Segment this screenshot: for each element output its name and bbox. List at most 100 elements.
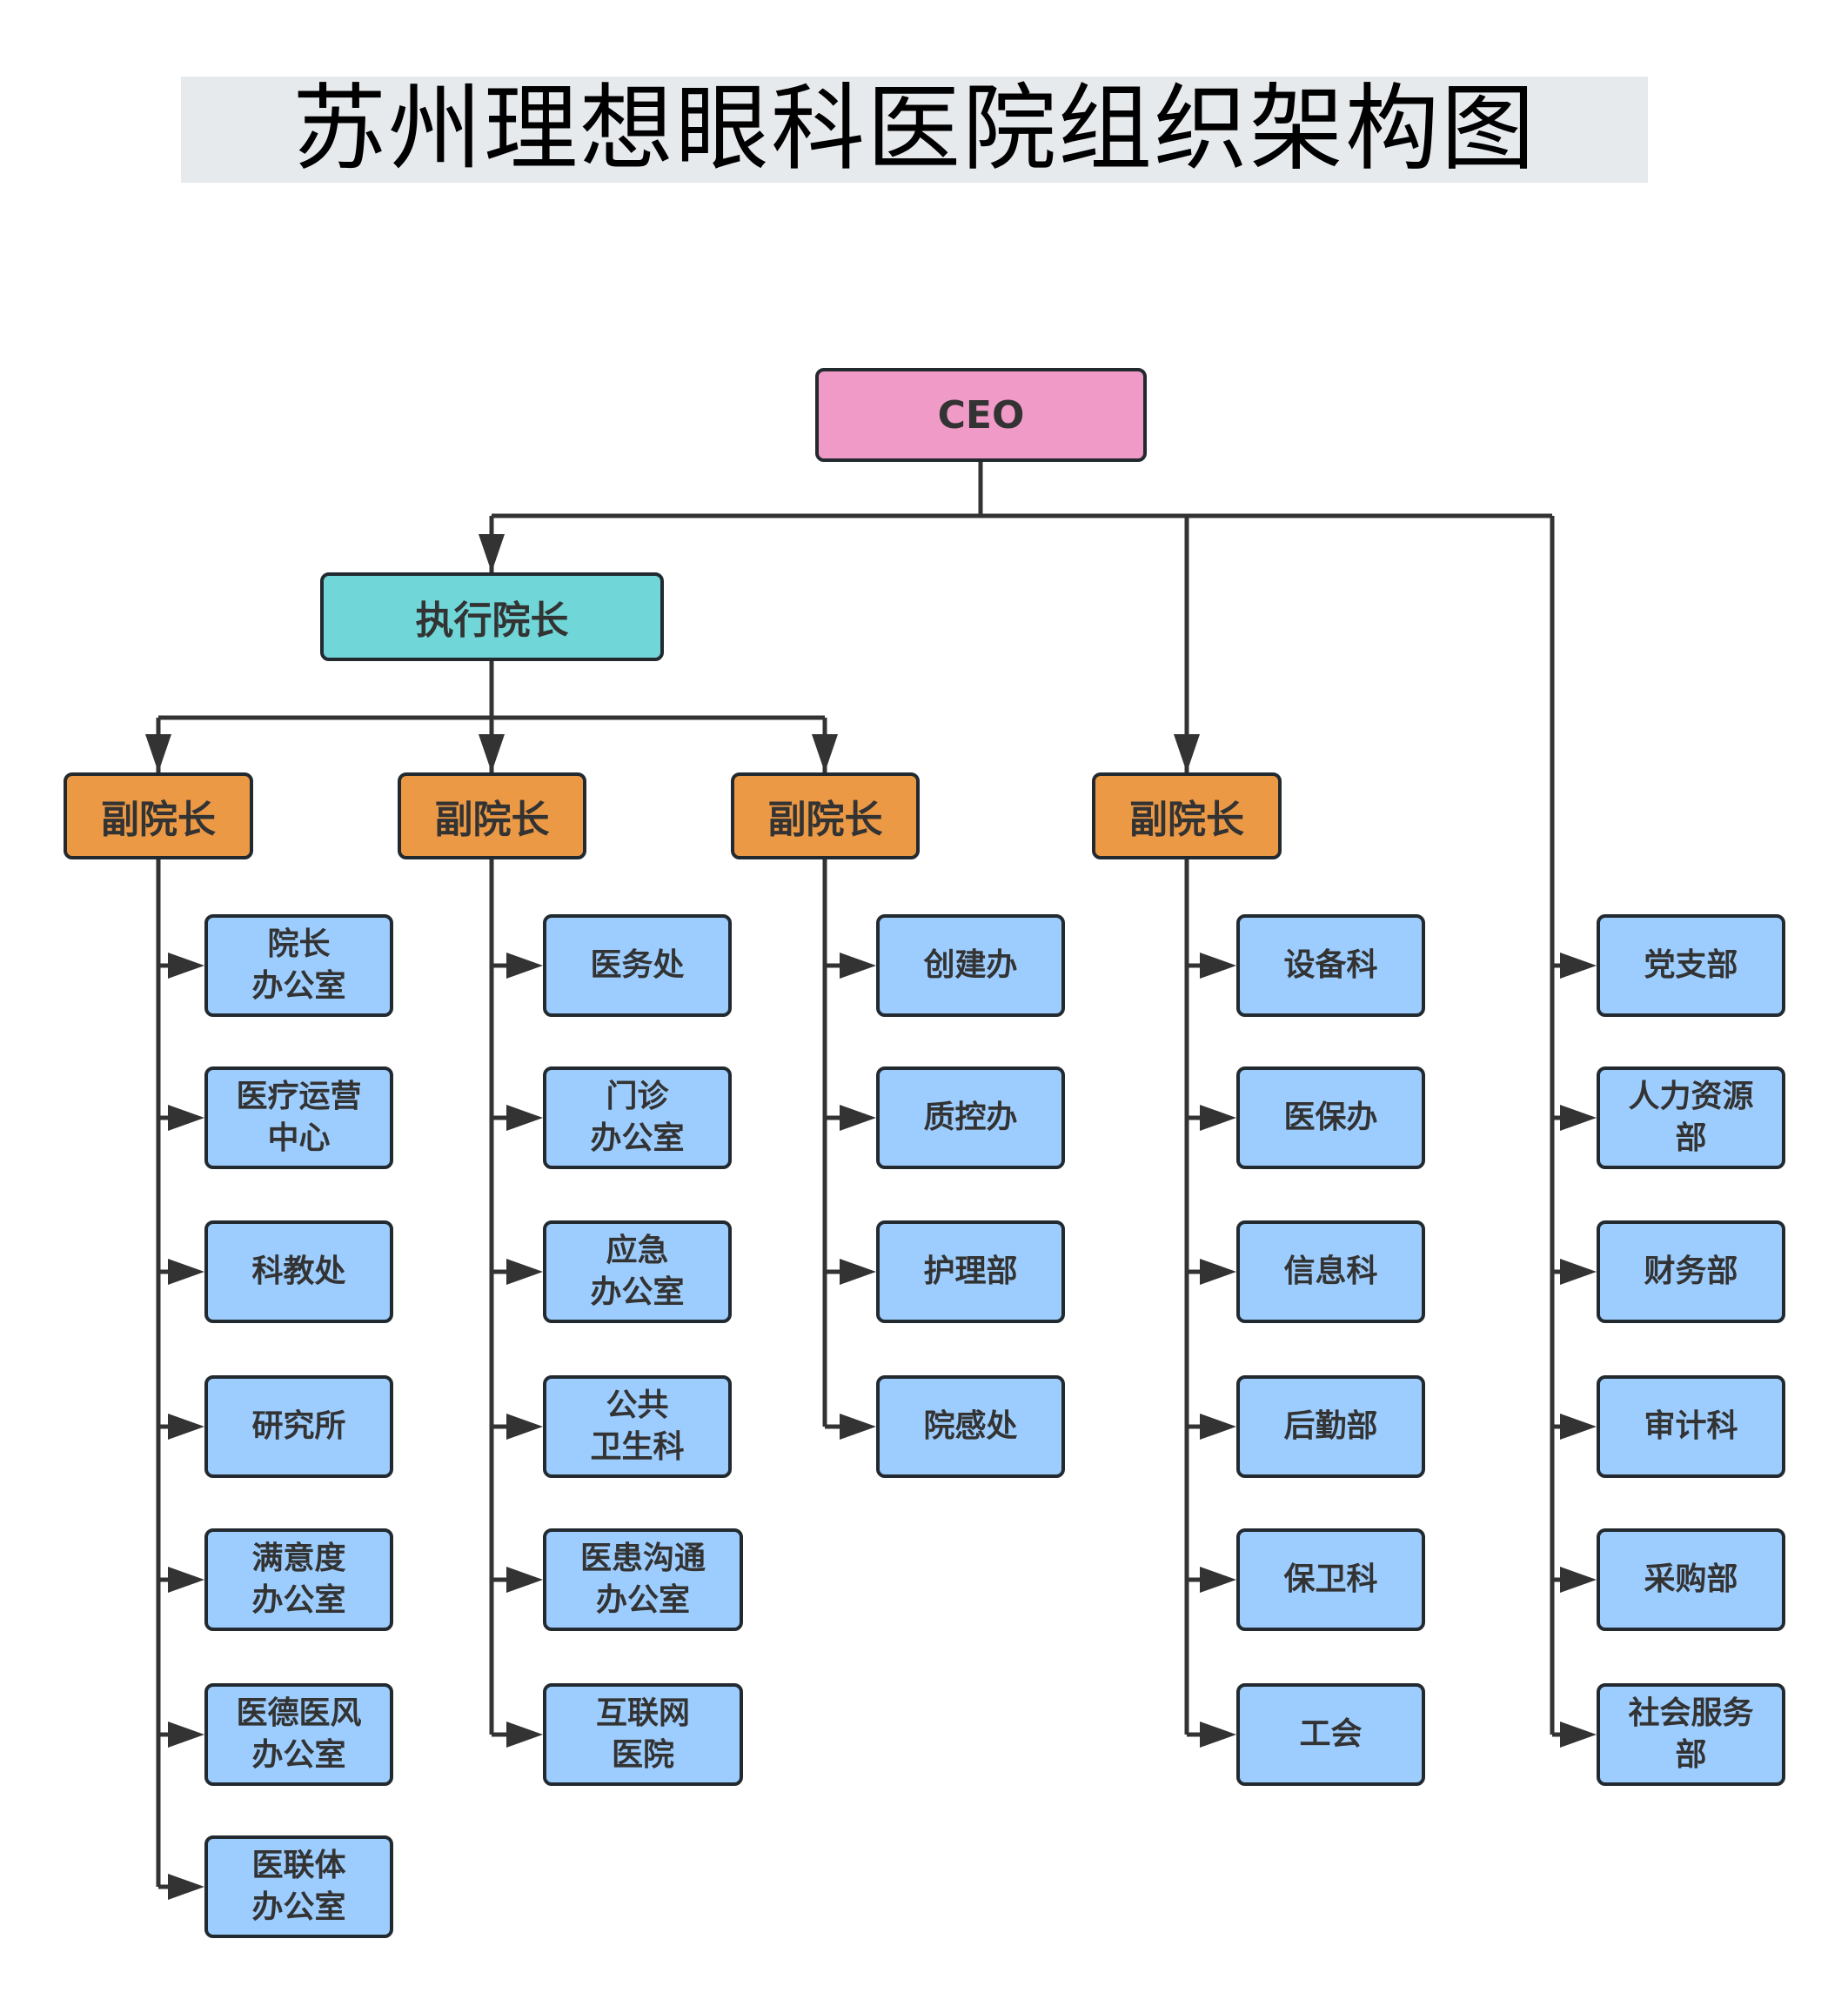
node-department[interactable]: 互联网 医院 [543,1683,743,1786]
node-label: 医患沟通 办公室 [579,1541,706,1618]
arrow-right-icon [1560,1259,1597,1285]
node-label: 医务处 [590,947,685,983]
node-label: 研究所 [251,1408,346,1444]
node-department[interactable]: 医联体 办公室 [204,1835,393,1938]
arrow-right-icon [168,1874,204,1900]
node-department[interactable]: 设备科 [1236,914,1425,1017]
node-label: 副院长 [767,798,883,842]
node-department[interactable]: 医务处 [543,914,732,1017]
node-label: 工会 [1299,1716,1363,1752]
arrow-right-icon [506,953,543,979]
arrow-right-icon [840,1105,876,1131]
arrow-right-icon [1560,1414,1597,1440]
node-department[interactable]: 财务部 [1597,1220,1785,1323]
arrow-right-icon [168,1414,204,1440]
arrow-right-icon [168,953,204,979]
node-label: 应急 办公室 [590,1233,685,1310]
node-department[interactable]: 医患沟通 办公室 [543,1528,743,1631]
arrow-right-icon [1560,1105,1597,1131]
node-department[interactable]: 科教处 [204,1220,393,1323]
node-department[interactable]: 医疗运营 中心 [204,1066,393,1169]
node-department[interactable]: 创建办 [876,914,1065,1017]
node-label: 设备科 [1283,947,1378,983]
node-label: 院长 办公室 [251,926,346,1004]
node-vice-president-4[interactable]: 副院长 [1092,772,1282,859]
node-label: 审计科 [1644,1408,1738,1444]
node-department[interactable]: 满意度 办公室 [204,1528,393,1631]
node-label: 保卫科 [1283,1561,1378,1597]
node-department[interactable]: 保卫科 [1236,1528,1425,1631]
node-label: 医联体 办公室 [251,1848,346,1925]
arrow-right-icon [1200,1105,1236,1131]
node-label: 信息科 [1283,1254,1378,1289]
node-label: 采购部 [1644,1561,1738,1597]
arrow-right-icon [506,1722,543,1748]
arrow-right-icon [840,953,876,979]
node-department[interactable]: 门诊 办公室 [543,1066,732,1169]
arrow-right-icon [1560,1722,1597,1748]
chart-title: 苏州理想眼科医院组织架构图 [181,77,1648,183]
node-label: 社会服务 部 [1628,1695,1754,1773]
node-department[interactable]: 研究所 [204,1375,393,1478]
node-department[interactable]: 工会 [1236,1683,1425,1786]
node-department[interactable]: 信息科 [1236,1220,1425,1323]
node-label: 公共 卫生科 [590,1387,685,1465]
node-vice-president-2[interactable]: 副院长 [398,772,586,859]
arrow-right-icon [1200,1414,1236,1440]
node-label: 后勤部 [1283,1408,1378,1444]
arrow-right-icon [506,1105,543,1131]
arrow-down-icon [479,734,505,772]
node-department[interactable]: 院感处 [876,1375,1065,1478]
node-label: 医保办 [1283,1100,1378,1135]
node-label: 执行院长 [415,598,569,643]
arrow-right-icon [1200,1567,1236,1593]
node-department[interactable]: 院长 办公室 [204,914,393,1017]
arrow-right-icon [1560,953,1597,979]
node-label: 门诊 办公室 [590,1079,685,1156]
node-label: 人力资源 部 [1628,1079,1754,1156]
node-label: 质控办 [923,1100,1018,1135]
node-department[interactable]: 应急 办公室 [543,1220,732,1323]
node-department[interactable]: 护理部 [876,1220,1065,1323]
node-label: 财务部 [1644,1254,1738,1289]
arrow-right-icon [840,1259,876,1285]
node-label: 医德医风 办公室 [236,1695,362,1773]
node-department[interactable]: 质控办 [876,1066,1065,1169]
node-department[interactable]: 采购部 [1597,1528,1785,1631]
node-department[interactable]: 医保办 [1236,1066,1425,1169]
arrow-right-icon [168,1567,204,1593]
node-label: 互联网 医院 [595,1695,690,1773]
node-label: 满意度 办公室 [251,1541,346,1618]
arrow-right-icon [168,1105,204,1131]
arrow-right-icon [506,1259,543,1285]
arrow-right-icon [1200,1259,1236,1285]
node-vice-president-3[interactable]: 副院长 [731,772,920,859]
node-department[interactable]: 医德医风 办公室 [204,1683,393,1786]
node-department[interactable]: 人力资源 部 [1597,1066,1785,1169]
node-vice-president-1[interactable]: 副院长 [64,772,253,859]
node-department[interactable]: 后勤部 [1236,1375,1425,1478]
arrow-down-icon [479,534,505,572]
node-department[interactable]: 公共 卫生科 [543,1375,732,1478]
node-label: 副院长 [434,798,550,842]
node-label: 院感处 [923,1408,1018,1444]
arrow-right-icon [840,1414,876,1440]
node-label: 医疗运营 中心 [236,1079,362,1156]
node-label: 党支部 [1644,947,1738,983]
arrow-down-icon [1174,734,1200,772]
node-label: 护理部 [923,1254,1018,1289]
node-executive-president[interactable]: 执行院长 [320,572,664,661]
node-label: 科教处 [251,1254,346,1289]
node-label: 创建办 [923,947,1018,983]
node-department[interactable]: 审计科 [1597,1375,1785,1478]
arrow-right-icon [506,1414,543,1440]
arrow-right-icon [168,1259,204,1285]
node-label: 副院长 [1129,798,1244,842]
arrow-right-icon [1560,1567,1597,1593]
node-department[interactable]: 社会服务 部 [1597,1683,1785,1786]
arrow-right-icon [506,1567,543,1593]
arrow-right-icon [1200,1722,1236,1748]
node-ceo[interactable]: CEO [815,368,1147,462]
node-department[interactable]: 党支部 [1597,914,1785,1017]
